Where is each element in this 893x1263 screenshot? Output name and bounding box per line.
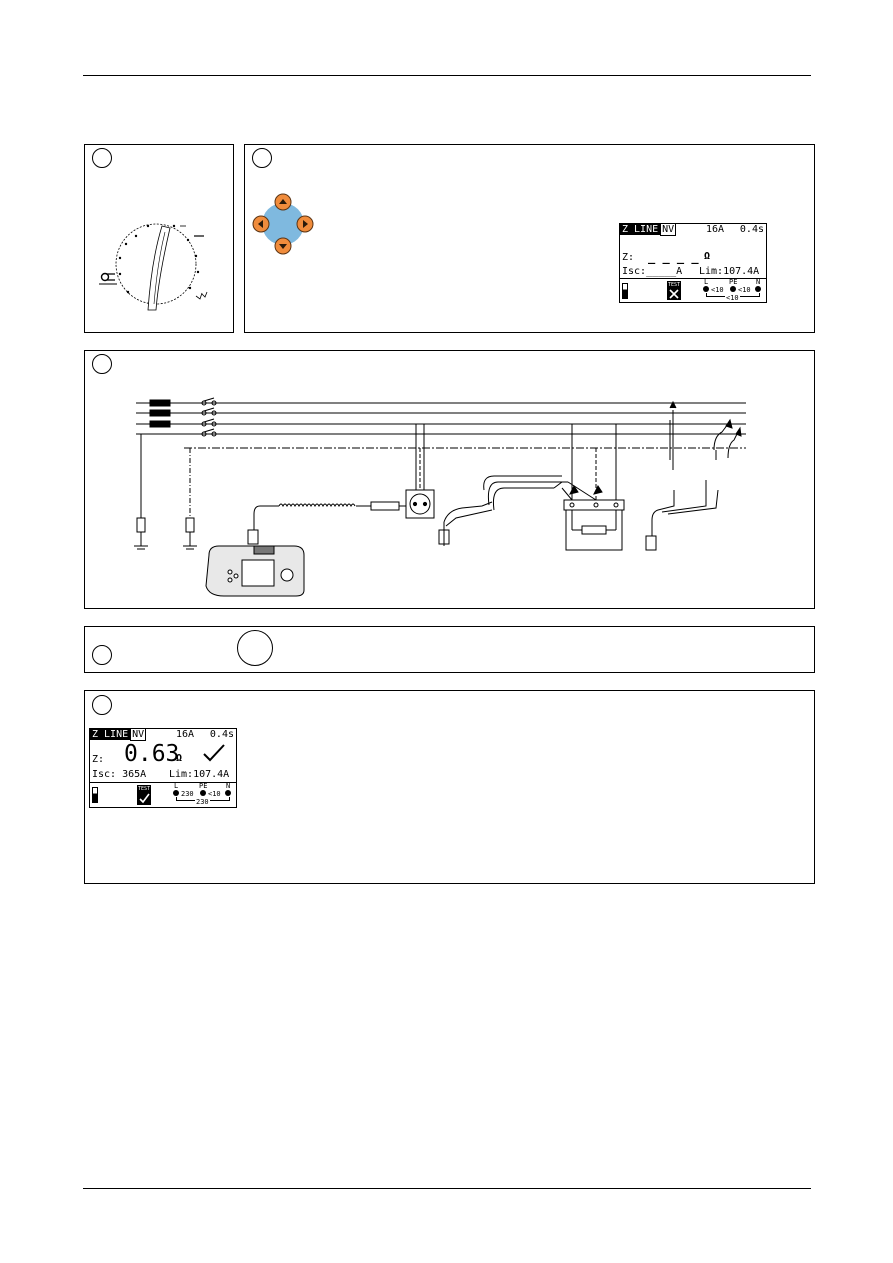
- rotary-switch-icon: [115, 223, 208, 311]
- lcd-initial-lim: Lim:107.4A: [699, 266, 760, 277]
- terminal-dot-n: [755, 286, 761, 292]
- lcd-initial-v-pen: <10: [738, 286, 751, 294]
- lcd-result-term-l: L: [174, 782, 179, 790]
- cross-icon: [669, 289, 679, 299]
- lcd-result-lim: Lim:107.4A: [169, 769, 230, 780]
- clamp-symbol-icon: [99, 272, 117, 285]
- lcd-result-term-n: N: [226, 782, 231, 790]
- step-5-number: [92, 695, 112, 715]
- header-rule: [83, 75, 811, 76]
- connection-diagram: [134, 397, 746, 597]
- step-5-box: [84, 690, 815, 884]
- lcd-result-v-pen: <10: [208, 790, 221, 798]
- lcd-result-fuse: 16A: [176, 729, 195, 740]
- lcd-result-separator: [90, 782, 236, 783]
- test-key-icon: TEST: [137, 785, 151, 805]
- check-icon: [139, 793, 150, 804]
- test-key-label: TEST: [138, 786, 151, 792]
- lcd-result-z-value: 0.63: [124, 741, 180, 767]
- lcd-initial-v-lpe: <10: [711, 286, 724, 294]
- lcd-initial-v-ln: <10: [725, 294, 740, 302]
- test-key-icon: TEST: [667, 281, 681, 300]
- test-key-label: TEST: [668, 282, 681, 288]
- step-4-number: [92, 645, 112, 665]
- lcd-result-unit: Ω: [176, 753, 183, 764]
- step-3-number: [92, 354, 112, 374]
- arrow-keys-icon[interactable]: [249, 190, 317, 258]
- step-1-box: [84, 144, 234, 333]
- lcd-result-term-pe: PE: [199, 782, 208, 790]
- step-2-box: [244, 144, 815, 333]
- lcd-result-z-label: Z:: [92, 754, 105, 765]
- lcd-result-v-ln: 230: [195, 798, 210, 806]
- check-icon: [203, 744, 225, 762]
- lcd-initial-unit: Ω: [704, 251, 711, 262]
- battery-icon: [92, 787, 98, 803]
- lcd-result-time: 0.4s: [209, 729, 234, 740]
- lcd-initial-mode: Z LINE: [620, 224, 661, 235]
- step-2-number: [252, 148, 272, 168]
- lcd-result-v-lpe: 230: [181, 790, 194, 798]
- terminal-dot-l: [703, 286, 709, 292]
- test-button-icon[interactable]: [237, 630, 273, 666]
- terminal-dot-pe: [200, 790, 206, 796]
- lcd-initial-isc: Isc:_____A: [622, 266, 683, 277]
- lcd-initial-term-l: L: [704, 278, 709, 286]
- step-4-box: [84, 626, 815, 673]
- terminal-dot-n: [225, 790, 231, 796]
- lcd-initial-z-value: _ _ _ _: [648, 250, 699, 264]
- lcd-initial-time: 0.4s: [739, 224, 764, 235]
- lcd-initial-fuse: 16A: [706, 224, 725, 235]
- lcd-initial-separator: [620, 278, 766, 279]
- lcd-initial-term-n: N: [756, 278, 761, 286]
- lcd-result-isc: Isc: 365A: [92, 769, 147, 780]
- footer-rule: [83, 1188, 811, 1189]
- terminal-dot-pe: [730, 286, 736, 292]
- lcd-initial-term-pe: PE: [729, 278, 738, 286]
- lcd-initial-z-label: Z:: [622, 252, 635, 263]
- lcd-result-mode: Z LINE: [90, 729, 131, 740]
- lcd-initial-submode: NV: [660, 224, 677, 236]
- step-1-number: [92, 148, 112, 168]
- terminal-dot-l: [173, 790, 179, 796]
- battery-icon: [622, 283, 628, 299]
- lcd-result-submode: NV: [130, 729, 147, 741]
- step-3-box: [84, 350, 815, 609]
